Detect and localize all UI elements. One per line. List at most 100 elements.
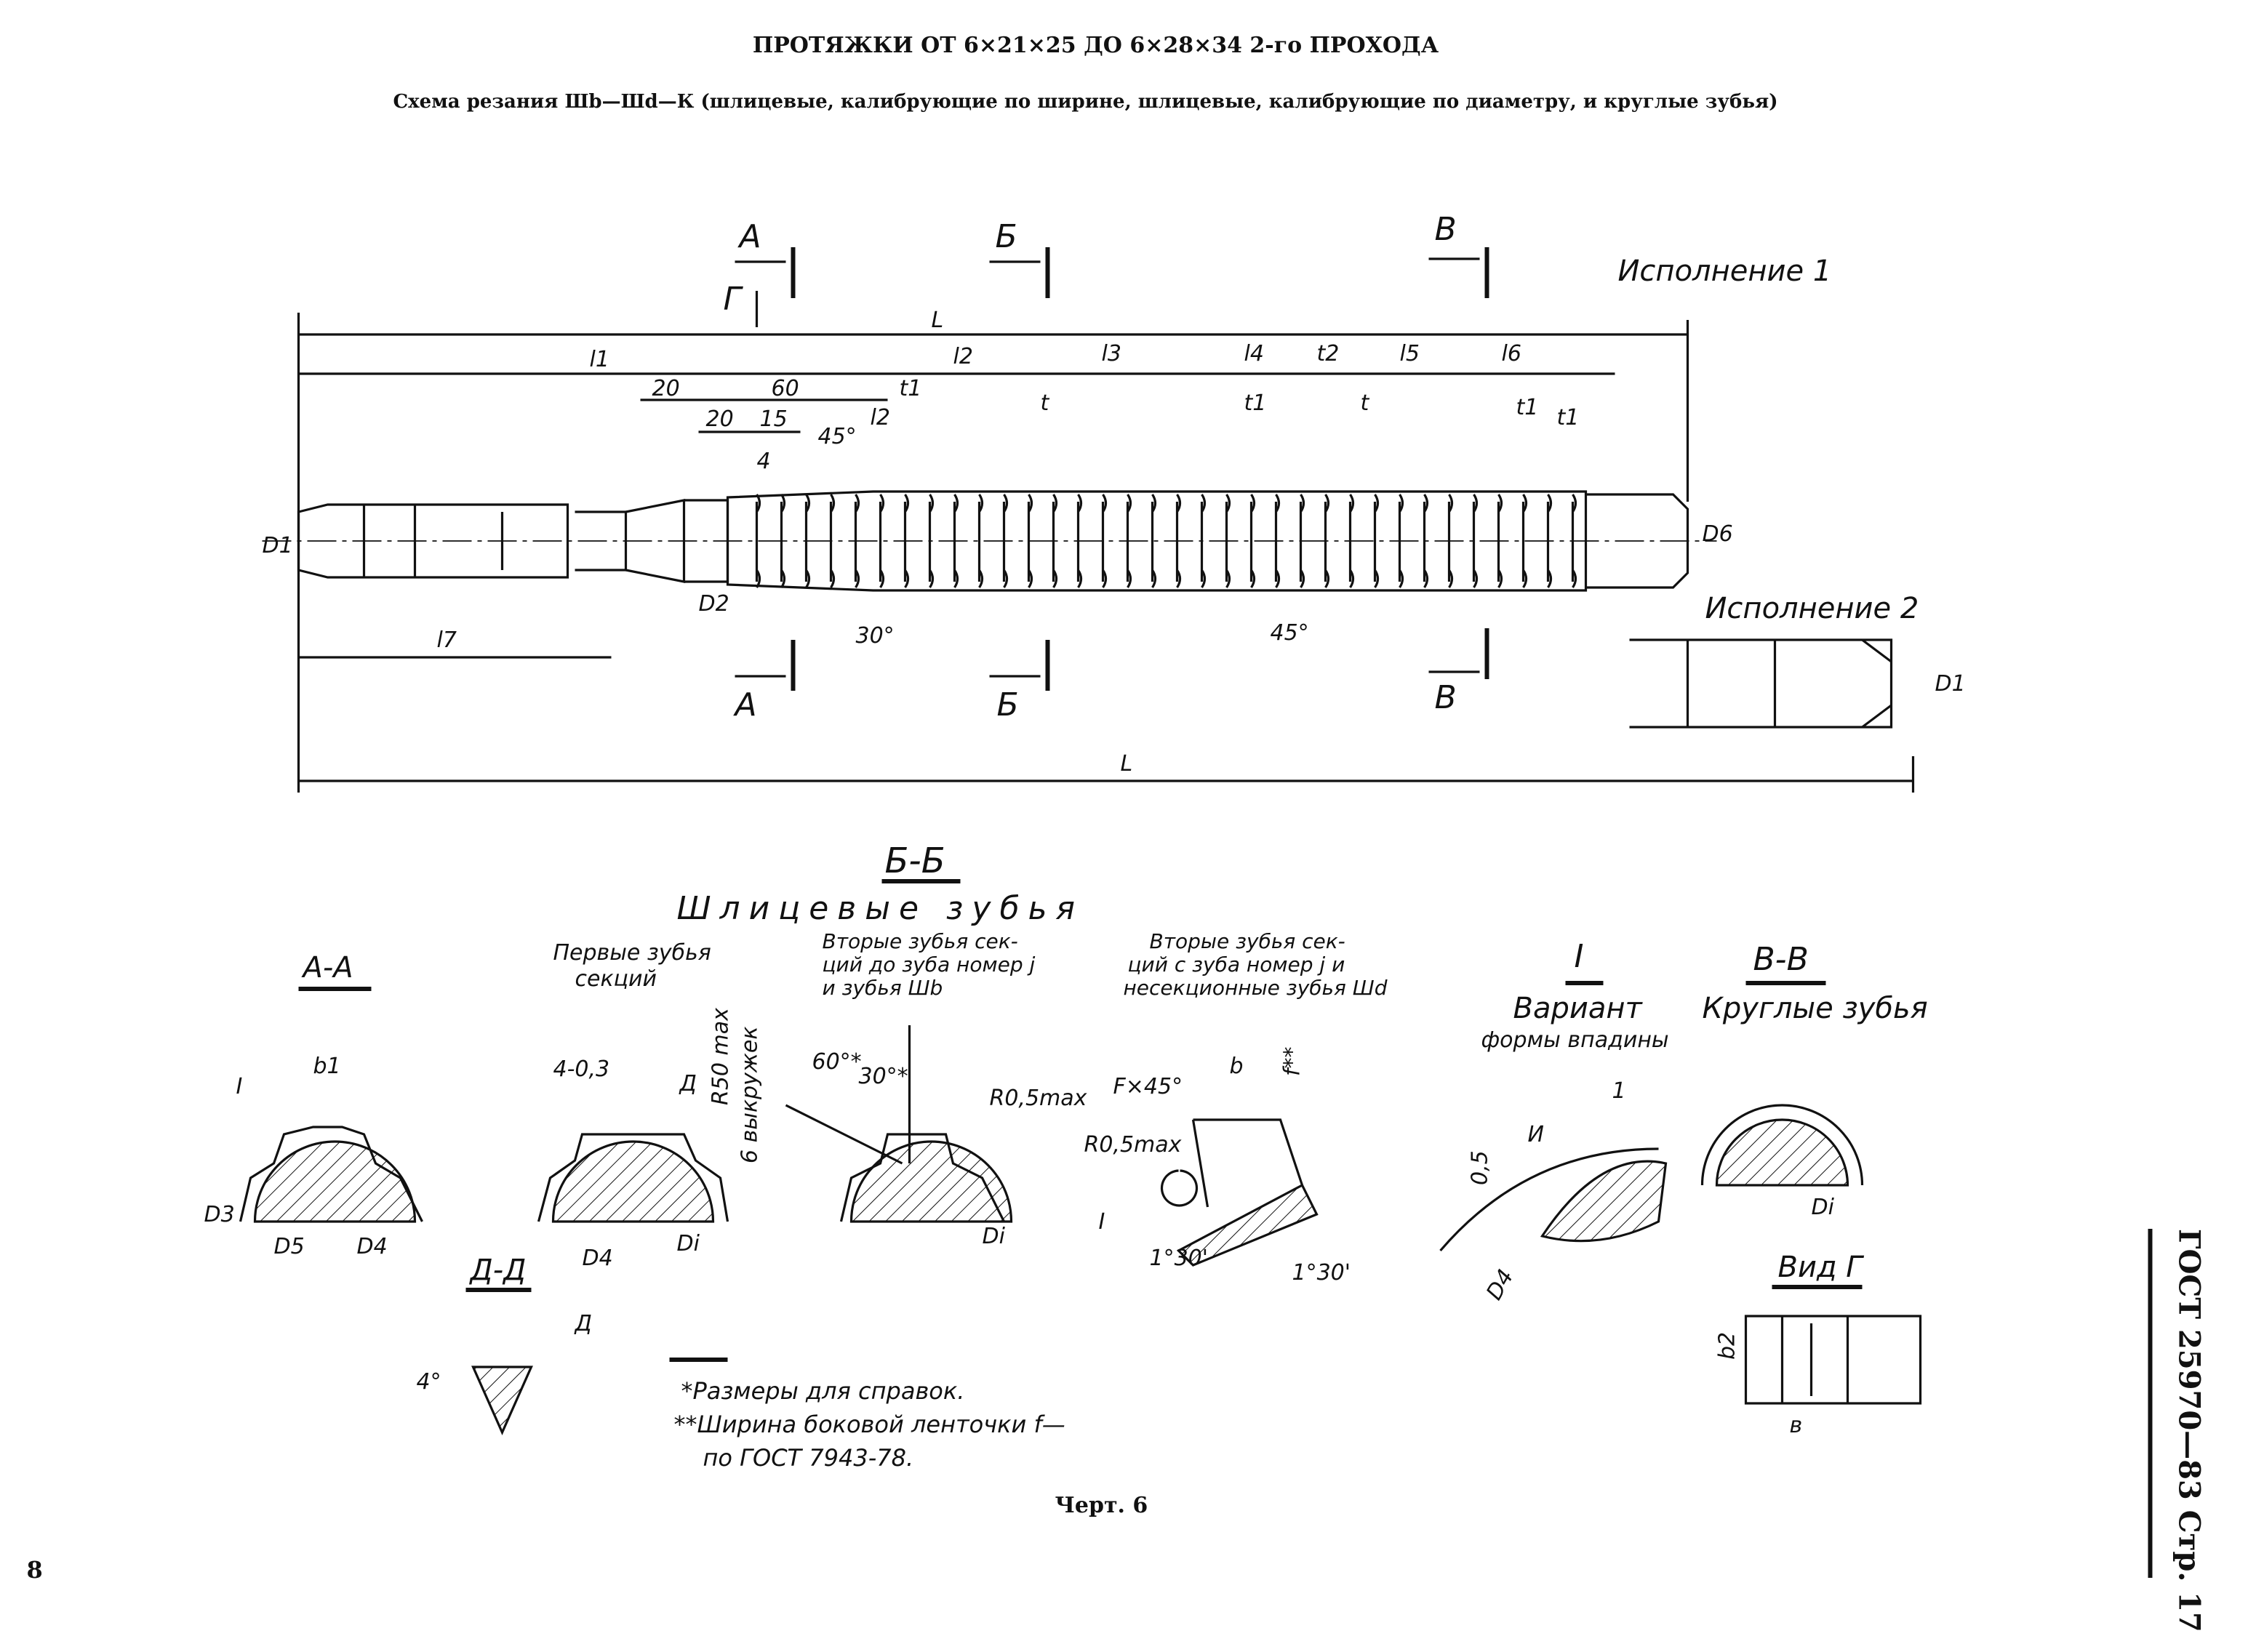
tooth-groove: [1052, 494, 1058, 588]
bb-second-a-line1: Вторые зубья сек-: [823, 929, 1018, 953]
dim-l4: l4: [1244, 341, 1264, 366]
bb-130a: 1°30': [1150, 1246, 1209, 1271]
view-g-title: Вид Г: [1778, 1251, 1865, 1284]
variant-I-caption2: формы впадины: [1481, 1027, 1669, 1053]
tooth-groove: [1175, 494, 1182, 588]
bb-R05b: R0,5max: [1084, 1132, 1182, 1158]
tooth-groove: [977, 494, 984, 588]
dim-l1: l1: [590, 347, 609, 372]
aa-D5: D5: [274, 1234, 305, 1259]
bb-Fx45: F×45°: [1113, 1074, 1183, 1099]
view-g-b: в: [1790, 1413, 1803, 1438]
section-aa-title: А-А: [301, 951, 353, 985]
side-gost-label: ГОСТ 25970—83 Стр. 17: [2172, 1229, 2207, 1632]
tooth-groove: [854, 494, 860, 588]
tooth-groove: [1151, 494, 1157, 588]
dim-20a: 20: [652, 376, 680, 401]
dim-D1-v2: D1: [1935, 671, 1966, 697]
section-mark-a-top: А: [737, 218, 761, 255]
tooth-groove: [1002, 494, 1009, 588]
bb-30: 30°*: [859, 1064, 908, 1089]
dim-l-small: l2: [871, 405, 890, 430]
variant-I-R: И: [1528, 1122, 1544, 1147]
section-vv-title: В-В: [1753, 941, 1809, 978]
aa-I: I: [236, 1074, 243, 1099]
page-mark: 8: [27, 1556, 43, 1584]
dim-l7: l7: [437, 627, 457, 653]
bb-b: b: [1230, 1054, 1244, 1079]
section-mark-v-bottom: В: [1435, 679, 1457, 716]
variant2-label: Исполнение 2: [1705, 592, 1919, 625]
section-bb-title: Б-Б: [885, 841, 945, 881]
dim-t1b: t1: [1244, 390, 1267, 416]
tooth-groove: [1200, 494, 1207, 588]
bb-D-top: Д: [679, 1071, 697, 1096]
figure-label: Черт. 6: [1055, 1493, 1148, 1518]
page-subtitle: Схема резания Шb—Шd—К (шлицевые, калибру…: [393, 91, 1777, 113]
dim-15: 15: [760, 406, 788, 432]
section-dd-title: Д-Д: [469, 1254, 527, 1287]
section-mark-g: Г: [724, 281, 744, 318]
bb-D4: D4: [583, 1246, 613, 1271]
dim-D6: D6: [1703, 521, 1733, 547]
dim-20b: 20: [706, 406, 734, 432]
bb-second-b-line1: Вторые зубья сек-: [1150, 929, 1345, 953]
bb-D-bottom: Д: [574, 1311, 592, 1336]
aa-b1: b1: [313, 1054, 341, 1079]
tooth-groove: [1249, 494, 1256, 588]
note-2: **Ширина боковой ленточки f—: [674, 1411, 1065, 1438]
variant1-label: Исполнение 1: [1618, 254, 1832, 288]
note-1: *Размеры для справок.: [681, 1377, 965, 1405]
bb-first-teeth-line1: Первые зубья: [553, 940, 711, 966]
dim-t2: t2: [1317, 341, 1340, 366]
tooth-groove: [1274, 494, 1281, 588]
note-3: по ГОСТ 7943-78.: [703, 1444, 914, 1472]
variant-I-05: 0,5: [1468, 1150, 1493, 1185]
tooth-groove: [953, 494, 959, 588]
bb-R50: R50 max: [708, 1008, 734, 1105]
tooth-groove: [903, 494, 910, 588]
tooth-groove: [1546, 494, 1553, 588]
section-mark-a-bottom: А: [733, 686, 757, 723]
aa-D3: D3: [204, 1202, 235, 1227]
tooth-groove: [1101, 494, 1108, 588]
dim-t1a: t1: [900, 376, 922, 401]
bb-first-teeth-line2: секций: [575, 966, 657, 992]
tooth-groove: [1373, 494, 1380, 588]
teeth-rows: [755, 494, 1577, 588]
dd-4deg: 4°: [417, 1369, 441, 1395]
vv-Di: Di: [1812, 1195, 1835, 1220]
tooth-groove: [1299, 494, 1305, 588]
dim-l5: l5: [1400, 341, 1420, 366]
broach-main-view: [262, 247, 1915, 793]
dim-L-top: L: [932, 308, 944, 333]
tooth-groove: [1348, 494, 1355, 588]
variant-I-caption1: Вариант: [1513, 992, 1644, 1025]
dim-l2a: l2: [953, 344, 973, 369]
dim-l3: l3: [1102, 341, 1121, 366]
dim-t1d: t1: [1557, 405, 1580, 430]
tooth-groove: [1472, 494, 1479, 588]
bb-second-b-line3: несекционные зубья Шd: [1124, 976, 1388, 1000]
dim-30: 30°: [856, 623, 895, 649]
tooth-groove: [1076, 494, 1083, 588]
section-mark-v-top: В: [1435, 211, 1457, 248]
bb-Di-b: Di: [983, 1224, 1006, 1249]
bb-R05a: R0,5max: [990, 1086, 1087, 1111]
tooth-groove: [879, 494, 885, 588]
dim-45b: 45°: [1271, 620, 1309, 646]
section-mark-b-bottom: Б: [997, 686, 1019, 723]
tooth-groove: [755, 494, 761, 588]
dim-D1: D1: [263, 533, 293, 558]
tooth-groove: [1571, 494, 1577, 588]
variant-I-1: 1: [1612, 1078, 1626, 1104]
section-aa-shape: [253, 1140, 417, 1223]
bb-130b: 1°30': [1292, 1260, 1351, 1286]
tooth-groove: [1423, 494, 1429, 588]
tooth-groove: [780, 494, 786, 588]
tooth-groove: [1447, 494, 1454, 588]
dim-t-a: t: [1041, 390, 1050, 416]
variant-I-D4: D4: [1481, 1265, 1519, 1304]
bb-second-b-line2: ций с зуба номер j и: [1128, 953, 1345, 977]
